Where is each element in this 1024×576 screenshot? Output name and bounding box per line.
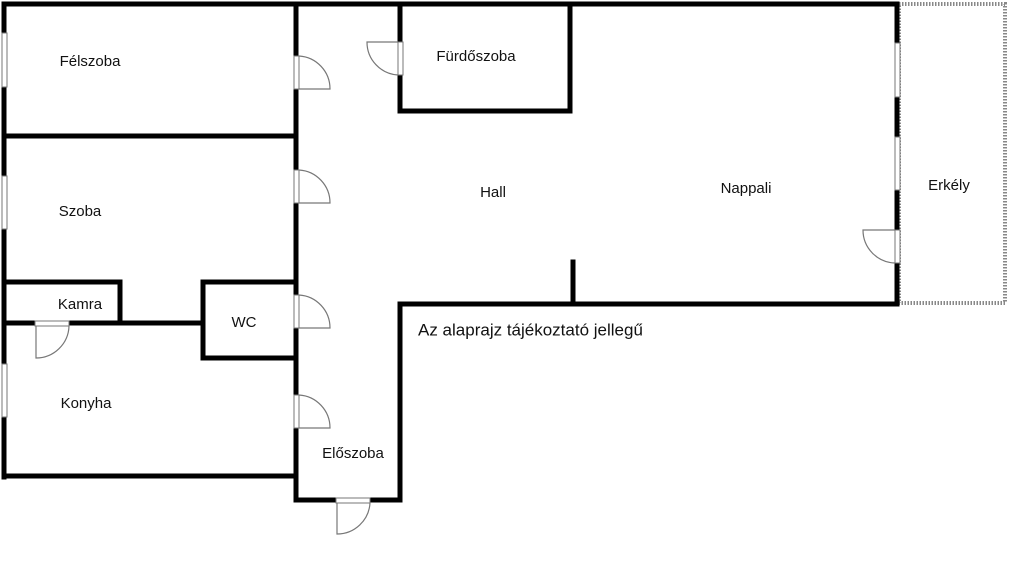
label-hall: Hall (480, 184, 506, 201)
door-kamra (35, 325, 70, 359)
door-szoba (298, 169, 331, 204)
door-entrance (336, 502, 371, 535)
balcony-outline (897, 2, 1007, 305)
door-balcony (862, 229, 896, 264)
windows (1, 32, 901, 418)
door-wc (298, 294, 331, 329)
label-furdoszoba: Fürdőszoba (436, 48, 516, 65)
walls (1, 1, 900, 503)
label-erkely: Erkély (928, 177, 970, 194)
door-konyha (298, 394, 331, 429)
window-szoba (1, 175, 8, 230)
label-eloszoba: Előszoba (322, 445, 384, 462)
label-nappali: Nappali (721, 180, 772, 197)
window-konyha (1, 363, 8, 418)
doors (34, 41, 901, 535)
label-wc: WC (232, 314, 257, 331)
label-konyha: Konyha (61, 395, 113, 412)
label-kamra: Kamra (58, 296, 103, 313)
room-labels: Félszoba Szoba Kamra WC Konyha Előszoba … (58, 48, 970, 462)
label-szoba: Szoba (59, 203, 102, 220)
window-felszoba (1, 32, 8, 88)
door-felszoba (298, 55, 331, 90)
door-furdoszoba (366, 41, 399, 76)
disclaimer-note: Az alaprajz tájékoztató jellegű (418, 320, 643, 339)
label-felszoba: Félszoba (60, 53, 122, 70)
window-nappali-1 (894, 42, 901, 98)
window-nappali-2 (894, 136, 901, 191)
